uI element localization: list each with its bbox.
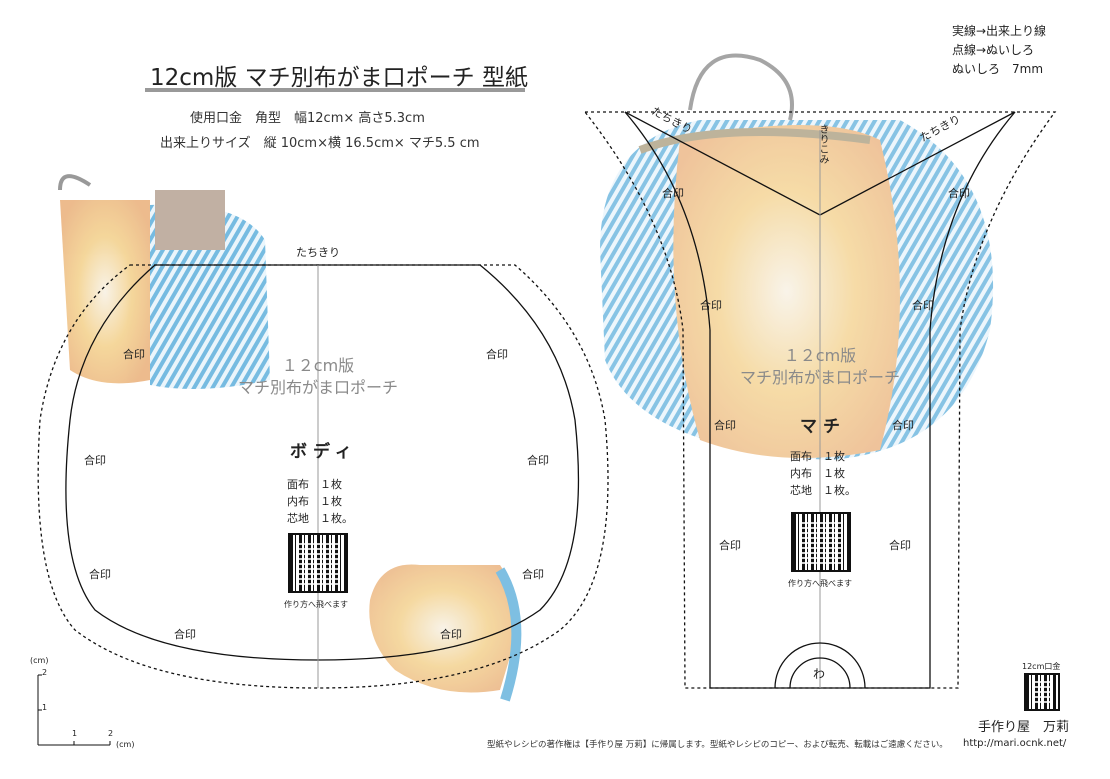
body-cut-list: 面布 １枚 内布 １枚 芯地 １枚。 [287,476,353,527]
shop-url[interactable]: http://mari.ocnk.net/ [963,738,1067,749]
notch-mark: 合印 [892,419,914,432]
piece-name-body: ボディ [290,442,358,462]
copyright-notice: 型紙やレシピの著作権は【手作り屋 万莉】に帰属します。型紙やレシピのコピー、およ… [487,740,948,750]
body-piece-outline [37,264,609,689]
frame-qr-label: 12cm口金 [1022,662,1061,671]
cut-item: 内布 １枚 [790,467,845,480]
cut-item: 芯地 １枚。 [287,512,353,525]
frame-spec: 使用口金 角型 幅12cm× 高さ5.3cm [190,111,425,126]
cut-item: 面布 １枚 [287,478,342,491]
purse-photo-small [369,564,522,702]
cut-label: たちきり [296,246,340,259]
notch-mark: 合印 [912,299,934,312]
gusset-cut-list: 面布 １枚 内布 １枚 芯地 １枚。 [790,448,856,499]
notch-mark: 合印 [889,539,911,552]
legend-dotted: 点線→ぬいしろ [952,43,1035,57]
scale-tick: 2 [108,729,114,738]
notch-mark: 合印 [84,454,106,467]
shop-name: 手作り屋 万莉 [978,720,1070,735]
notch-mark: 合印 [719,539,741,552]
watermark-line: １２cm版 [281,356,355,375]
scale-unit: (cm) [30,656,49,665]
cut-item: 芯地 １枚。 [790,484,856,497]
gusset-piece-outline [583,111,1057,689]
qr-caption: 作り方へ飛べます [788,579,852,588]
cut-item: 面布 １枚 [790,450,845,463]
qr-code-frame[interactable] [1024,673,1060,711]
line-legend: 実線→出来上り線 点線→ぬいしろ ぬいしろ 7mm [952,22,1046,79]
cut-item: 内布 １枚 [287,495,342,508]
notch-mark: 合印 [440,628,462,641]
purse-photo-right [600,53,994,460]
notch-mark: 合印 [486,348,508,361]
body-watermark: １２cm版 マチ別布がま口ポーチ [218,355,418,399]
notch-mark: 合印 [662,187,684,200]
notch-mark: 合印 [522,568,544,581]
legend-allowance: ぬいしろ 7mm [952,62,1044,76]
page-title: 12cm版 マチ別布がま口ポーチ 型紙 [150,65,528,91]
scale-tick: 2 [42,668,48,677]
notch-mark: 合印 [527,454,549,467]
scale-tick: 1 [42,703,48,712]
qr-code-gusset[interactable] [791,512,851,572]
scale-tick: 1 [72,729,78,738]
watermark-line: マチ別布がま口ポーチ [739,368,900,387]
notch-mark: 合印 [700,299,722,312]
watermark-line: マチ別布がま口ポーチ [237,378,398,397]
notch-mark: 合印 [714,419,736,432]
watermark-line: １２cm版 [783,346,857,365]
scale-bar [37,674,111,746]
legend-solid: 実線→出来上り線 [952,24,1047,38]
notch-mark: 合印 [123,348,145,361]
gusset-watermark: １２cm版 マチ別布がま口ポーチ [720,345,920,389]
purse-photo-left [58,174,270,389]
scale-unit: (cm) [116,740,135,749]
notch-mark: 合印 [948,187,970,200]
piece-name-gusset: マチ [800,417,846,437]
title-underline [145,88,525,92]
fold-mark: わ [813,667,826,681]
qr-caption: 作り方へ飛べます [284,600,348,609]
notch-label: きりこみ [817,124,828,164]
notch-mark: 合印 [89,568,111,581]
qr-code-body[interactable] [288,533,348,593]
finished-size-spec: 出来上りサイズ 縦 10cm×横 16.5cm× マチ5.5 cm [160,136,480,151]
notch-mark: 合印 [174,628,196,641]
